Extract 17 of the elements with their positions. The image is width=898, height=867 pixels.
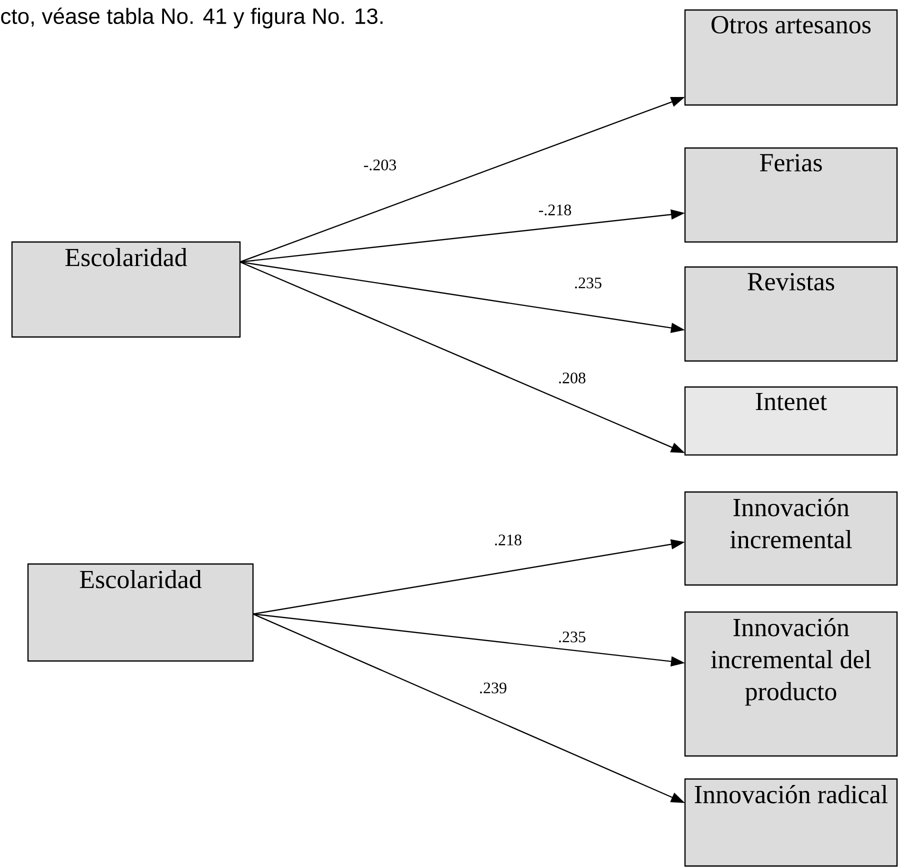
edge-label: .218 (493, 534, 523, 546)
variable-box: Innovación incremental del producto (684, 611, 898, 757)
variable-box: Innovación incremental (684, 491, 898, 586)
variable-box: Ferias (684, 147, 898, 243)
variable-box: Intenet (684, 386, 898, 456)
variable-box: Escolaridad (11, 241, 241, 338)
edge-label: .235 (557, 630, 587, 644)
variable-box: Otros artesanos (684, 9, 898, 106)
edge-label: -.203 (362, 158, 398, 172)
edge-label: -.218 (537, 204, 573, 216)
note-text: cto, véase tabla No. 41 y figura No. 13. (1, 8, 383, 28)
edge-label: .235 (573, 276, 603, 290)
edge-label: .208 (557, 372, 587, 384)
variable-box: Escolaridad (27, 563, 254, 662)
variable-box: Innovación radical (684, 778, 898, 867)
edge-label: .239 (478, 682, 508, 694)
variable-box: Revistas (684, 266, 898, 362)
